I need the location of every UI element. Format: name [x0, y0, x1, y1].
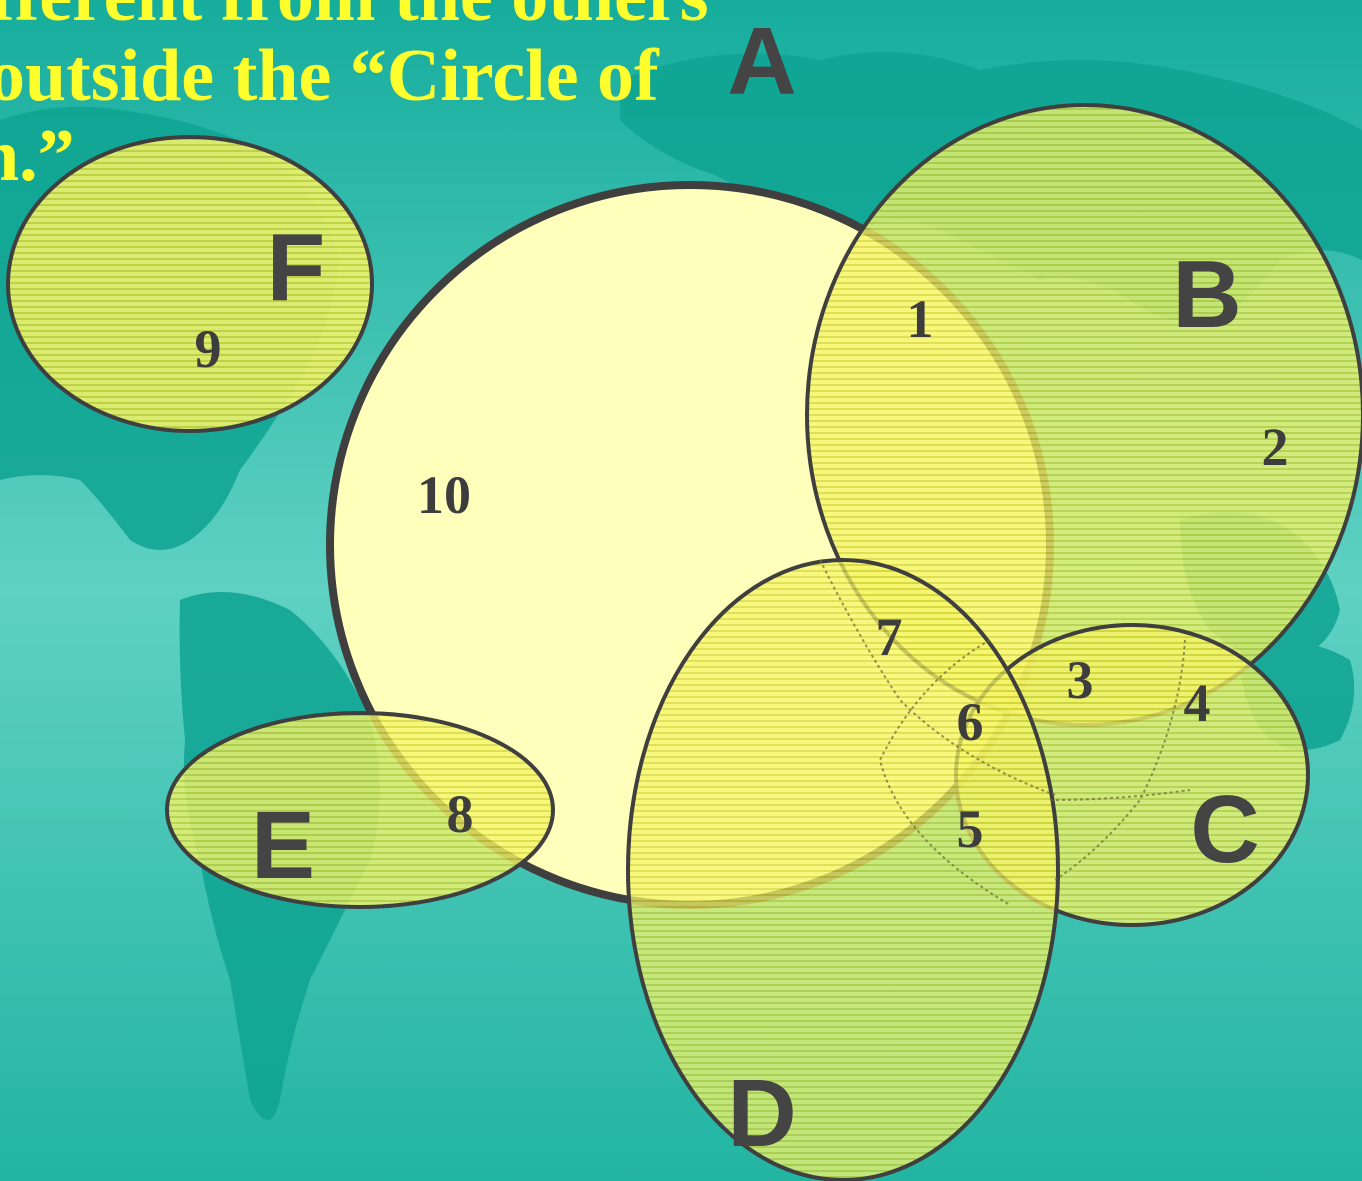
- region-label-8: 8: [447, 784, 474, 844]
- circle-label-e: E: [251, 792, 315, 899]
- region-label-7: 7: [876, 607, 903, 667]
- heading-line-2: outside the “Circle of: [0, 35, 660, 117]
- circle-label-d: D: [727, 1060, 796, 1167]
- ellipse-f: [6, 135, 374, 433]
- circle-label-c: C: [1190, 776, 1259, 883]
- circle-label-a: A: [727, 8, 796, 115]
- heading: fferent from the others outside the “Cir…: [0, 0, 709, 197]
- region-label-5: 5: [957, 799, 984, 859]
- circle-label-b: B: [1172, 241, 1241, 348]
- region-label-2: 2: [1262, 417, 1289, 477]
- region-label-4: 4: [1184, 673, 1211, 733]
- region-label-10: 10: [417, 465, 471, 525]
- region-label-9: 9: [195, 319, 222, 379]
- circle-label-f: F: [267, 214, 326, 321]
- region-label-3: 3: [1067, 650, 1094, 710]
- region-label-6: 6: [957, 692, 984, 752]
- heading-line-1: fferent from the others: [0, 0, 709, 37]
- ellipse-d: [626, 558, 1060, 1181]
- ellipse-e: [165, 711, 555, 909]
- region-label-1: 1: [907, 289, 934, 349]
- overlap-arcs: [819, 559, 1191, 906]
